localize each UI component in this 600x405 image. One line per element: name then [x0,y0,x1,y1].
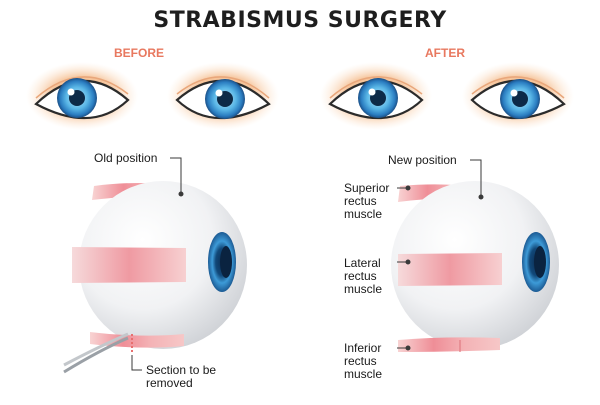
superior-rectus-label: Superior rectus muscle [344,181,390,221]
section-removed-label: Section to be removed [146,363,217,390]
eyeball-after [391,181,559,352]
before-heading: BEFORE [114,46,165,60]
lateral-muscle-after [398,253,502,286]
eye-before-left [167,62,279,130]
inferior-muscle-after [398,337,500,352]
lateral-muscle-before [72,247,186,283]
eye-after-left [462,62,574,130]
inferior-rectus-label: Inferior rectus muscle [344,341,383,381]
leader-lines [131,157,484,371]
lateral-rectus-label: Lateral rectus muscle [344,256,383,296]
eye-after-right [320,62,432,130]
old-position-label: Old position [94,151,158,165]
after-heading: AFTER [425,46,465,60]
new-position-label: New position [388,153,457,167]
eye-before-right [26,62,138,130]
page-title: STRABISMUS SURGERY [153,8,447,33]
eyeball-before [63,181,247,374]
scissors-icon [63,332,129,374]
